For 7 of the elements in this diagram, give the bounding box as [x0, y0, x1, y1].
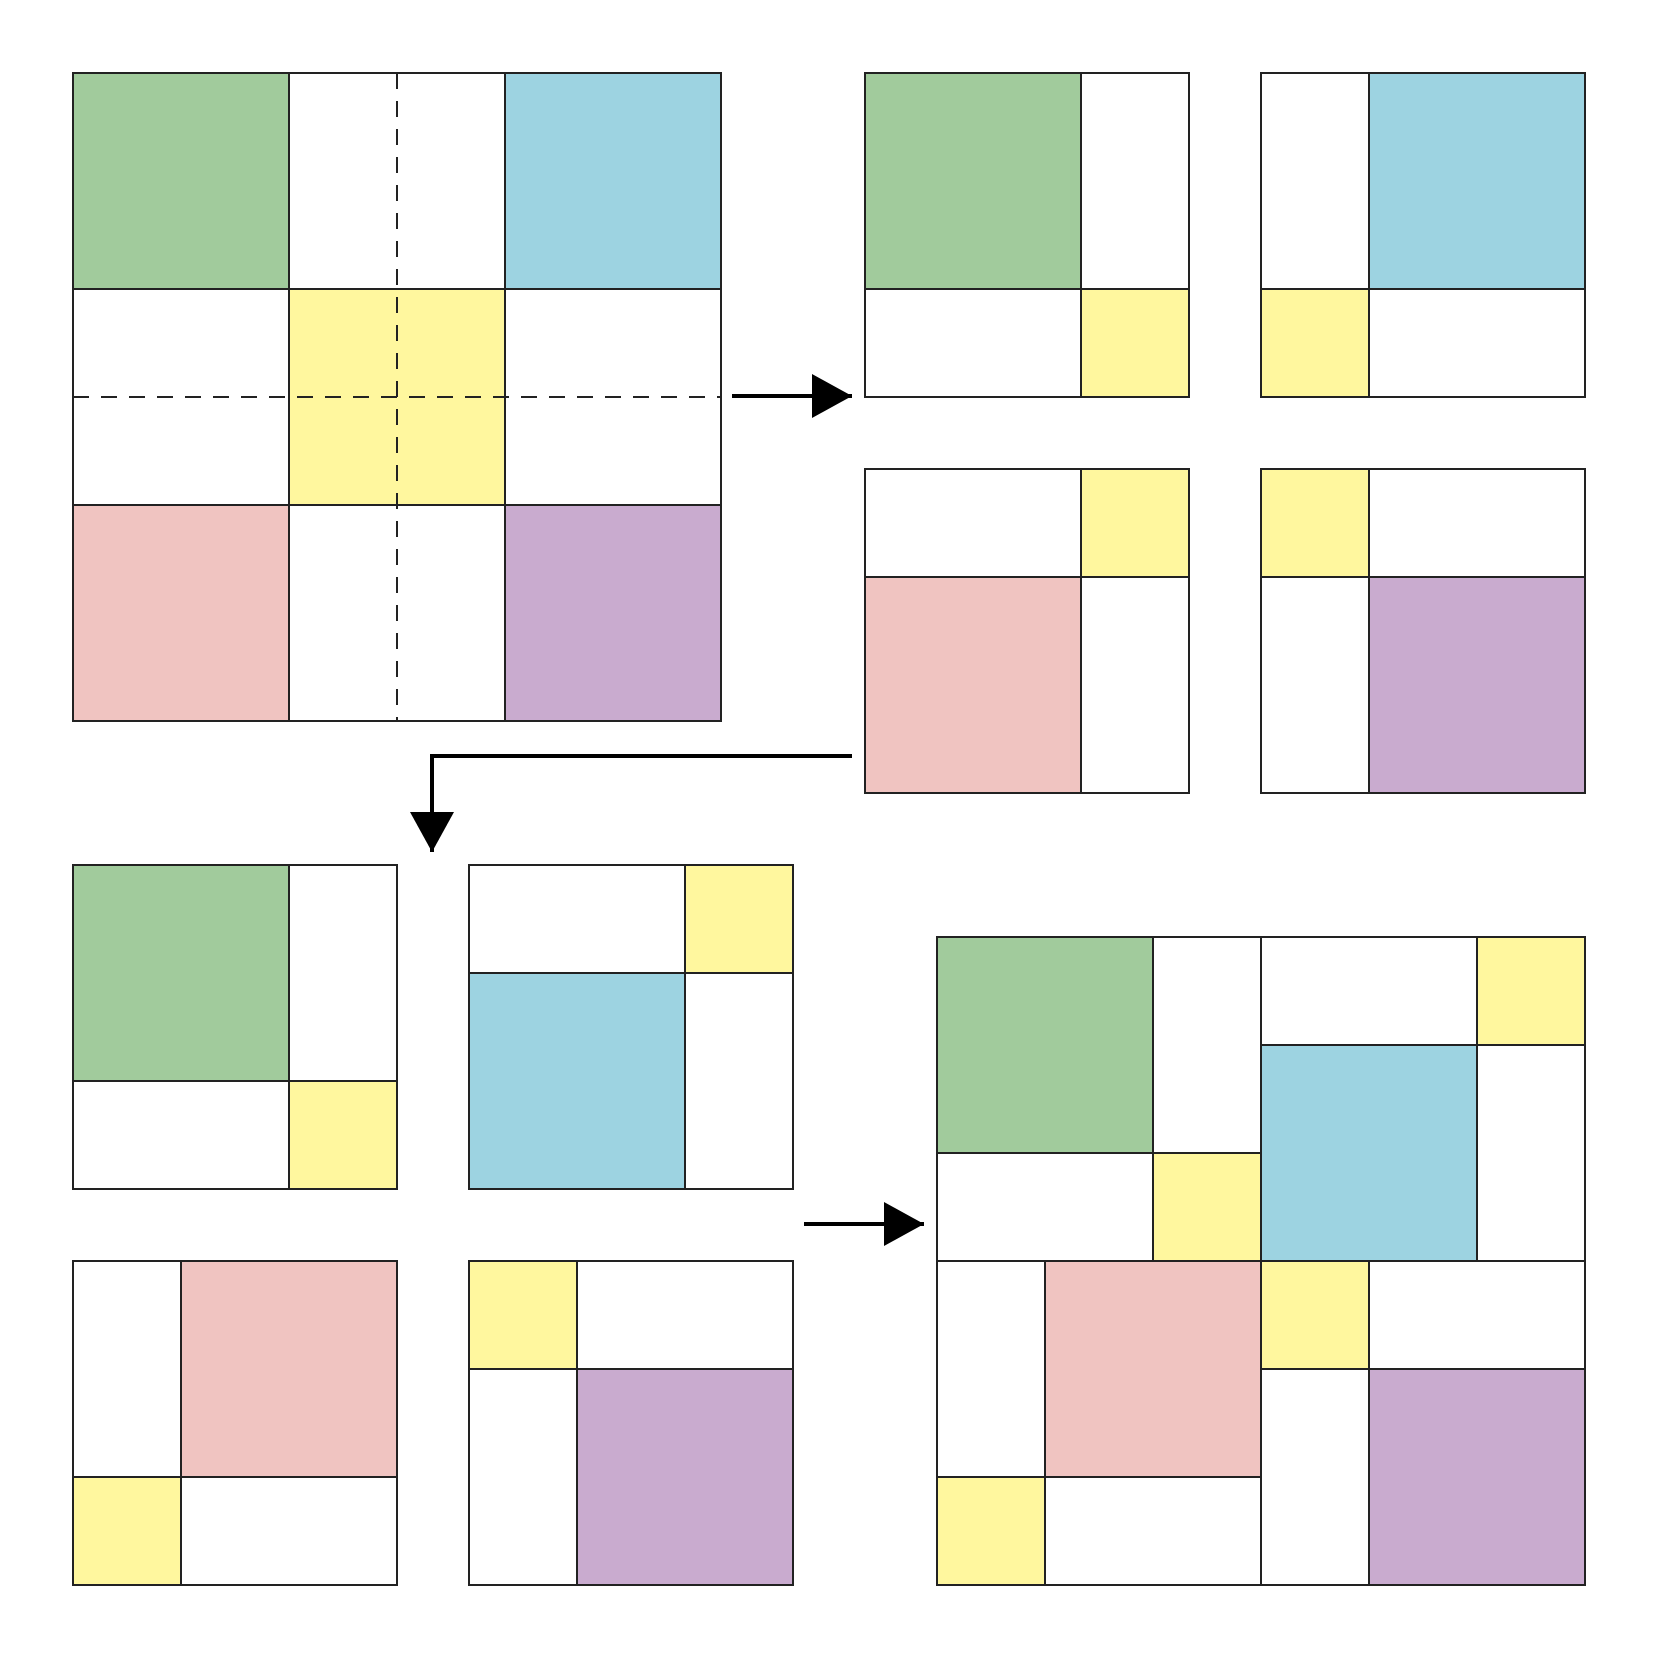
- arrow: [410, 754, 852, 852]
- tiled-square-drawing: [72, 72, 722, 722]
- square-pieces-drawing: [864, 72, 1586, 794]
- arrow: [732, 374, 852, 418]
- rearranged-pieces-drawing: [72, 864, 794, 1586]
- arrow: [804, 1202, 924, 1246]
- tiled-square-drawing: [936, 936, 1586, 1586]
